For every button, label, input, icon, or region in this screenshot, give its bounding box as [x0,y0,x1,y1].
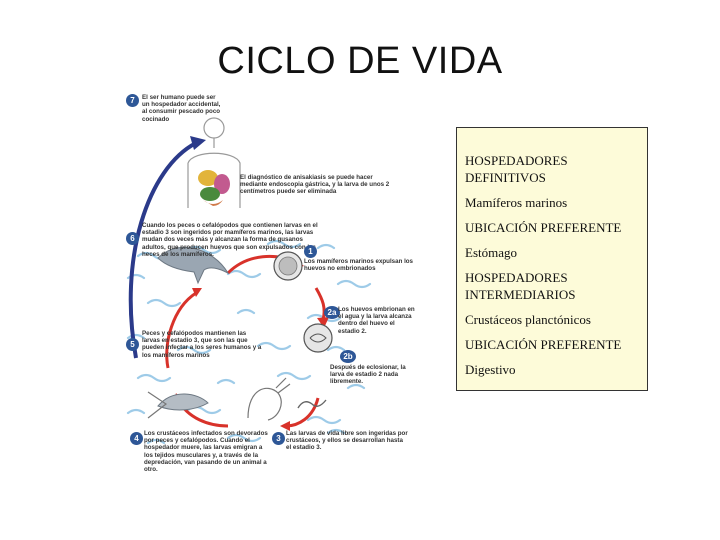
definitive-hosts-heading: HOSPEDADORES DEFINITIVOS [465,153,568,185]
slide-title: CICLO DE VIDA [217,40,503,82]
free-larva [297,399,327,409]
preferred-location-value: Estómago [465,245,517,260]
step-3-badge: 3 [272,432,285,445]
diagram-artwork [126,117,372,445]
step-2b-badge: 2b [340,350,356,363]
human-infection-arrow [128,141,197,359]
definitive-hosts-value: Mamíferos marinos [465,195,568,210]
preferred-location-heading: UBICACIÓN PREFERENTE [465,220,622,235]
step-7-badge: 7 [126,94,139,107]
step-2a-text: Los huevos embrionan en el agua y la lar… [338,306,415,335]
step-2a-badge: 2a [324,306,340,319]
digestive-organs [198,170,230,206]
dolphin [157,246,230,285]
fish-and-squid [147,391,209,419]
step-7-text: El ser humano puede ser un hospedador ac… [142,94,221,123]
step-5-badge: 5 [126,338,139,351]
step-4-text: Los crustáceos infectados son devorados … [144,430,268,474]
life-cycle-diagram: 7 El ser humano puede ser un hospedador … [118,88,418,480]
step-4-badge: 4 [130,432,143,445]
step-1-badge: 1 [304,245,317,258]
step-6-badge: 6 [126,232,139,245]
intermediate-hosts-value: Crustáceos planctónicos [465,312,591,327]
preferred-location-heading-2: UBICACIÓN PREFERENTE [465,337,622,352]
human-silhouette [187,117,241,208]
step-2b-text: Después de eclosionar, la larva de estad… [330,364,406,386]
human-infection-arrowhead [190,136,206,150]
egg-embryonated [303,323,333,353]
diagnosis-text: El diagnóstico de anisakiasis se puede h… [240,174,390,196]
step-5-text: Peces y cefalópodos mantienen las larvas… [142,330,262,359]
step-3-text: Las larvas de vida libre son ingeridas p… [286,430,408,452]
egg-unembryonated [273,251,303,281]
crustacean [247,377,291,421]
intermediate-hosts-heading: HOSPEDADORES INTERMEDIARIOS [465,270,576,302]
hosts-info-box: HOSPEDADORES DEFINITIVOS Mamíferos marin… [456,127,648,391]
preferred-location-value-2: Digestivo [465,362,516,377]
step-6-text: Cuando los peces o cefalópodos que conti… [142,222,318,258]
step-1-text: Los mamíferos marinos expulsan los huevo… [304,258,414,273]
